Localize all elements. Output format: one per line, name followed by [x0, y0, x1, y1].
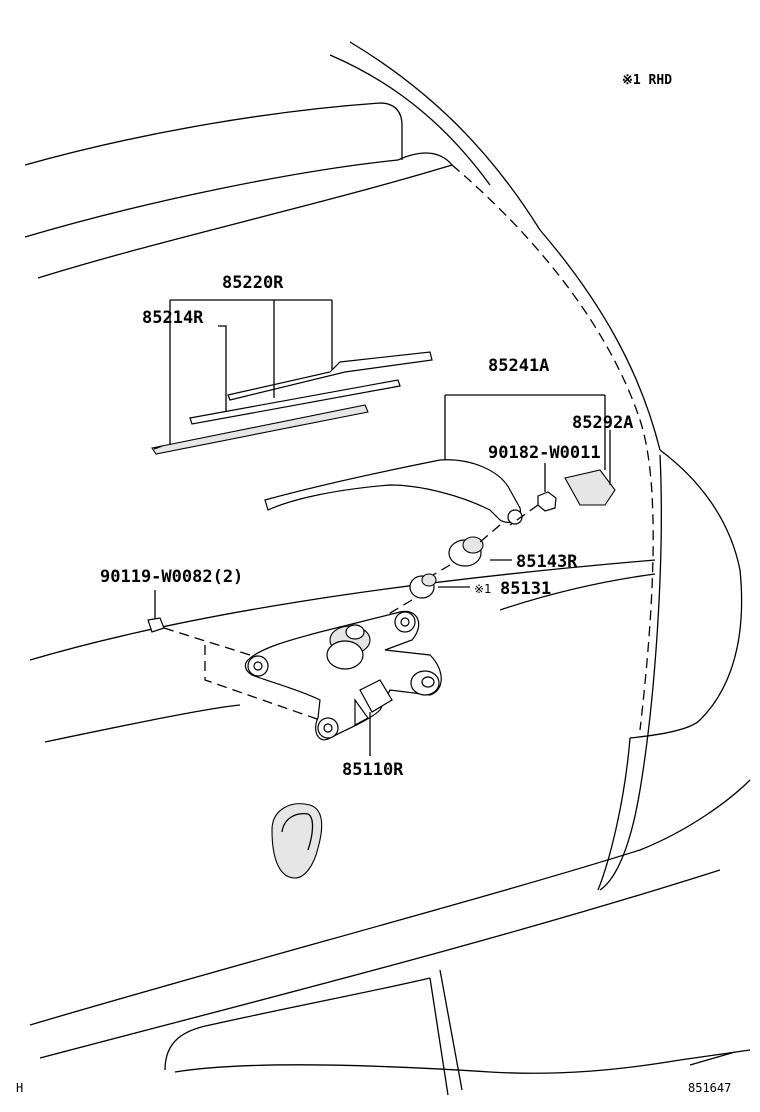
- rhd-note: ※1 RHD: [622, 73, 672, 88]
- wiper-arm: [264, 394, 606, 525]
- label-85241a: 85241A: [488, 356, 549, 376]
- label-85214r: 85214R: [142, 308, 204, 328]
- diagram-code: 851647: [688, 1081, 731, 1095]
- label-85220r: 85220R: [222, 273, 284, 293]
- grommet: [369, 564, 470, 626]
- label-90182-w0011: 90182-W0011: [488, 443, 601, 463]
- vehicle-body-outline: [24, 41, 751, 1096]
- nut: [509, 463, 557, 526]
- wiper-motor: [204, 610, 442, 756]
- grommet-note-mark: ※1: [474, 582, 491, 596]
- label-85143r: 85143R: [516, 552, 578, 572]
- corner-mark: H: [16, 1081, 23, 1095]
- label-90119-w0082: 90119-W0082(2): [100, 567, 243, 587]
- label-85110r: 85110R: [342, 760, 404, 780]
- bushing: [448, 524, 512, 567]
- bolt: [147, 590, 251, 656]
- label-85292a: 85292A: [572, 413, 633, 433]
- wiper-blade-assy: [151, 351, 433, 455]
- wiper-cap: [564, 430, 616, 506]
- label-85131: 85131: [500, 579, 551, 599]
- blade-leaders: [169, 299, 333, 445]
